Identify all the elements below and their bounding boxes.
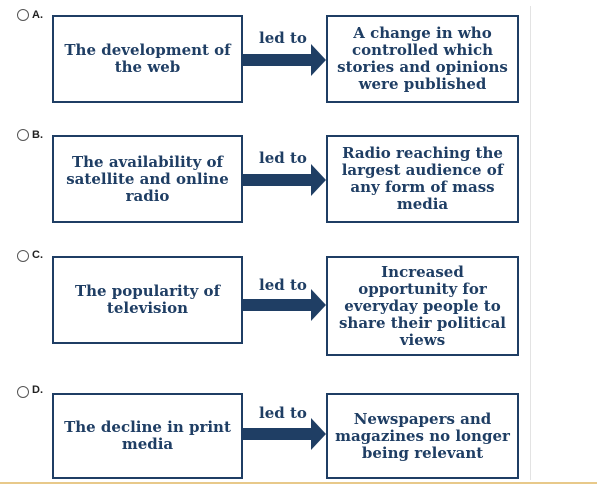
effect-box: A change in who controlled which stories… [326,15,519,103]
arrow-right-icon [243,164,326,196]
cause-text: The popularity of television [74,282,221,317]
radio-button-a[interactable] [17,9,29,21]
cause-text: The availability of satellite and online… [66,152,229,205]
arrow-right-icon [243,289,326,321]
option-letter: B. [32,129,43,141]
led-to-label: led to [259,404,307,422]
cause-box: The availability of satellite and online… [52,135,243,223]
effect-text: Radio reaching the largest audience of a… [341,144,504,213]
effect-text: Increased opportunity for everyday peopl… [338,262,506,349]
effect-box: Increased opportunity for everyday peopl… [326,256,519,356]
led-to-label: led to [259,276,307,294]
cause-text: The decline in print media [64,418,231,453]
answer-option-a[interactable]: A. The development of the web led to A c… [0,0,530,115]
answer-option-c[interactable]: C. The popularity of television led to I… [0,241,530,356]
led-to-label: led to [259,29,307,47]
effect-text: A change in who controlled which stories… [337,24,508,93]
radio-button-c[interactable] [17,250,29,262]
radio-button-b[interactable] [17,129,29,141]
answer-option-d[interactable]: D. The decline in print media led to New… [0,378,530,493]
cause-box: The popularity of television [52,256,243,344]
bottom-rule [0,482,597,484]
radio-button-d[interactable] [17,386,29,398]
answer-option-b[interactable]: B. The availability of satellite and onl… [0,120,530,235]
arrow-right-icon [243,44,326,76]
effect-box: Radio reaching the largest audience of a… [326,135,519,223]
effect-box: Newspapers and magazines no longer being… [326,393,519,479]
panel-divider [530,6,531,480]
option-letter: C. [32,249,43,261]
option-letter: D. [32,384,43,396]
option-letter: A. [32,9,43,21]
led-to-label: led to [259,149,307,167]
cause-text: The development of the web [64,41,231,76]
arrow-right-icon [243,418,326,450]
cause-box: The decline in print media [52,393,243,479]
cause-box: The development of the web [52,15,243,103]
effect-text: Newspapers and magazines no longer being… [335,409,510,462]
